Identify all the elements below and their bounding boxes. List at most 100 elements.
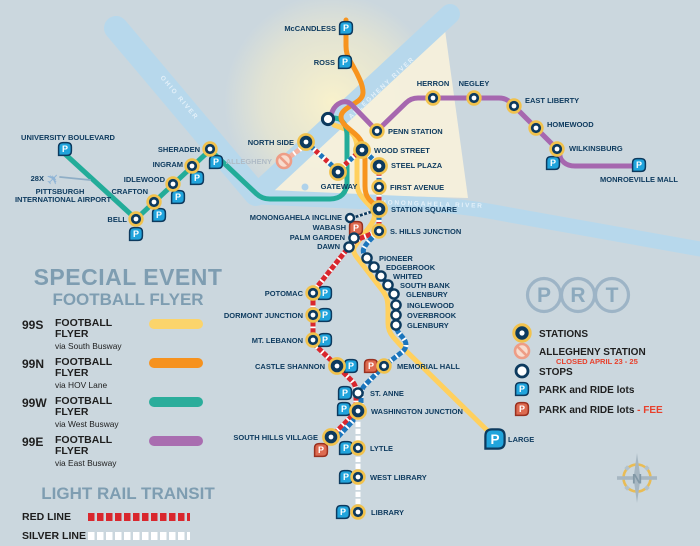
- svg-text:MONONGAHELA INCLINE: MONONGAHELA INCLINE: [250, 213, 342, 222]
- station-s-hills-junction: S. HILLS JUNCTION: [371, 223, 461, 239]
- svg-text:LYTLE: LYTLE: [370, 444, 393, 453]
- stop-pioneer: PIONEER: [361, 252, 413, 264]
- point-fountain-dot: [301, 183, 309, 191]
- line-airport-connector: [59, 176, 91, 181]
- route-code: 99N: [22, 357, 45, 372]
- prt-logo-letter: P: [537, 284, 551, 307]
- svg-text:EDGEBROOK: EDGEBROOK: [386, 263, 436, 272]
- svg-text:P: P: [519, 404, 525, 414]
- svg-text:P: P: [342, 388, 348, 398]
- svg-text:P: P: [340, 507, 346, 517]
- station-ingram: INGRAM: [153, 158, 200, 174]
- park-ride-castle-shannon-icon: P: [343, 358, 359, 374]
- flyer-row-99s: 99S FOOTBALL FLYER via South Busway: [22, 317, 234, 351]
- svg-text:SOUTH BANK: SOUTH BANK: [400, 281, 451, 290]
- stop-whited: WHITED: [375, 270, 423, 282]
- station-west-library: WEST LIBRARY: [350, 469, 427, 485]
- svg-text:P: P: [368, 361, 374, 371]
- svg-text:N: N: [632, 471, 642, 487]
- svg-text:FIRST AVENUE: FIRST AVENUE: [390, 183, 444, 192]
- station-allegheny: ALLEGHENY: [226, 152, 293, 170]
- stop-overbrook: OVERBROOK: [390, 309, 457, 321]
- route-name: FOOTBALL FLYER: [55, 395, 112, 419]
- route-via: via West Busway: [55, 419, 119, 430]
- svg-text:PARK and RIDE lots: PARK and RIDE lots: [539, 385, 635, 396]
- station-negley: NEGLEY: [459, 79, 490, 106]
- svg-text:P: P: [490, 432, 499, 447]
- svg-text:NEGLEY: NEGLEY: [459, 79, 490, 88]
- svg-text:P: P: [175, 192, 181, 202]
- svg-text:HERRON: HERRON: [417, 79, 450, 88]
- stop-dawn: DAWN: [317, 241, 355, 253]
- svg-text:P: P: [322, 310, 328, 320]
- park-ride-legend-icon: P: [514, 381, 530, 397]
- rail-line-bar: [88, 532, 190, 541]
- svg-text:P: P: [342, 57, 348, 67]
- svg-text:SHERADEN: SHERADEN: [158, 145, 200, 154]
- park-ride-large-lot-icon: P: [484, 428, 506, 450]
- special-event-legend: SPECIAL EVENT FOOTBALL FLYER 99S FOOTBAL…: [22, 264, 234, 546]
- svg-text:WHITED: WHITED: [393, 272, 423, 281]
- station-gateway: GATEWAY: [321, 163, 357, 191]
- park-ride-fee-south-hills-village-icon: P: [313, 442, 329, 458]
- svg-text:STOPS: STOPS: [539, 367, 573, 378]
- svg-text:LIBRARY: LIBRARY: [371, 508, 404, 517]
- route-code: 99W: [22, 396, 47, 411]
- svg-text:P: P: [213, 157, 219, 167]
- legend-item-park-and-ride-lots: P PARK and RIDE lots - FEE: [514, 401, 663, 417]
- svg-text:MEMORIAL HALL: MEMORIAL HALL: [397, 362, 460, 371]
- rail-line-name: RED LINE: [22, 511, 72, 524]
- park-ride-lytle-icon: P: [338, 440, 354, 456]
- svg-text:GLENBURY: GLENBURY: [407, 321, 449, 330]
- svg-text:EAST LIBERTY: EAST LIBERTY: [525, 96, 579, 105]
- rail-line-name: SILVER LINE: [22, 530, 86, 543]
- svg-text:STEEL PLAZA: STEEL PLAZA: [391, 161, 443, 170]
- park-ride-monroeville-mall-icon: P: [631, 157, 647, 173]
- prt-logo-letter: R: [570, 284, 585, 307]
- park-ride-st-anne-icon: P: [337, 385, 353, 401]
- stop-label-wabash: WABASH: [313, 223, 346, 232]
- svg-text:WILKINSBURG: WILKINSBURG: [569, 144, 623, 153]
- park-ride-bell-icon: P: [128, 226, 144, 242]
- svg-text:P: P: [322, 288, 328, 298]
- station-first-avenue: FIRST AVENUE: [371, 179, 444, 195]
- station-sheraden: SHERADEN: [158, 141, 218, 157]
- svg-text:PARK and RIDE lots - FEE: PARK and RIDE lots - FEE: [539, 405, 663, 416]
- svg-text:NORTH SIDE: NORTH SIDE: [248, 138, 294, 147]
- svg-text:P: P: [343, 23, 349, 33]
- svg-text:PIONEER: PIONEER: [379, 254, 413, 263]
- svg-text:HOMEWOOD: HOMEWOOD: [547, 120, 594, 129]
- downtown-area: [262, 30, 468, 198]
- svg-text:P: P: [341, 404, 347, 414]
- svg-text:S. HILLS JUNCTION: S. HILLS JUNCTION: [390, 227, 461, 236]
- svg-text:P: P: [343, 443, 349, 453]
- stop-st-anne: ST. ANNE: [352, 387, 404, 399]
- svg-text:WEST LIBRARY: WEST LIBRARY: [370, 473, 427, 482]
- map-label-28x: 28X: [31, 174, 44, 183]
- route-color-bar: [149, 436, 203, 447]
- line-99n-orange: [338, 17, 385, 211]
- station-unnamed: [320, 111, 336, 127]
- svg-text:SOUTH HILLS VILLAGE: SOUTH HILLS VILLAGE: [233, 433, 318, 442]
- stop-south-bank: SOUTH BANK: [382, 279, 451, 291]
- flyer-row-99e: 99E FOOTBALL FLYER via East Busway: [22, 435, 234, 468]
- map-label-university-boulevard: UNIVERSITY BOULEVARD: [21, 133, 115, 142]
- svg-text:INGLEWOOD: INGLEWOOD: [407, 301, 455, 310]
- rail-row-red: RED LINE: [22, 511, 234, 523]
- flyer-route-legend: 99S FOOTBALL FLYER via South Busway 99N …: [22, 317, 234, 468]
- station-memorial-hall: MEMORIAL HALL: [376, 358, 460, 374]
- station-dormont-junction: DORMONT JUNCTION: [224, 307, 321, 323]
- svg-text:WASHINGTON JUNCTION: WASHINGTON JUNCTION: [371, 407, 463, 416]
- station-library: LIBRARY: [350, 504, 404, 520]
- park-ride-ross-icon: P: [337, 54, 353, 70]
- closed-dates-note: CLOSED APRIL 23 - 25: [556, 357, 639, 366]
- station-south-hills-village: SOUTH HILLS VILLAGE: [233, 428, 340, 446]
- svg-text:P: P: [343, 472, 349, 482]
- park-ride-library-icon: P: [335, 504, 351, 520]
- station-east-liberty: EAST LIBERTY: [506, 96, 579, 114]
- prt-logo-letter: T: [606, 284, 619, 307]
- park-ride-mt-lebanon-icon: P: [317, 332, 333, 348]
- svg-text:CRAFTON: CRAFTON: [111, 187, 148, 196]
